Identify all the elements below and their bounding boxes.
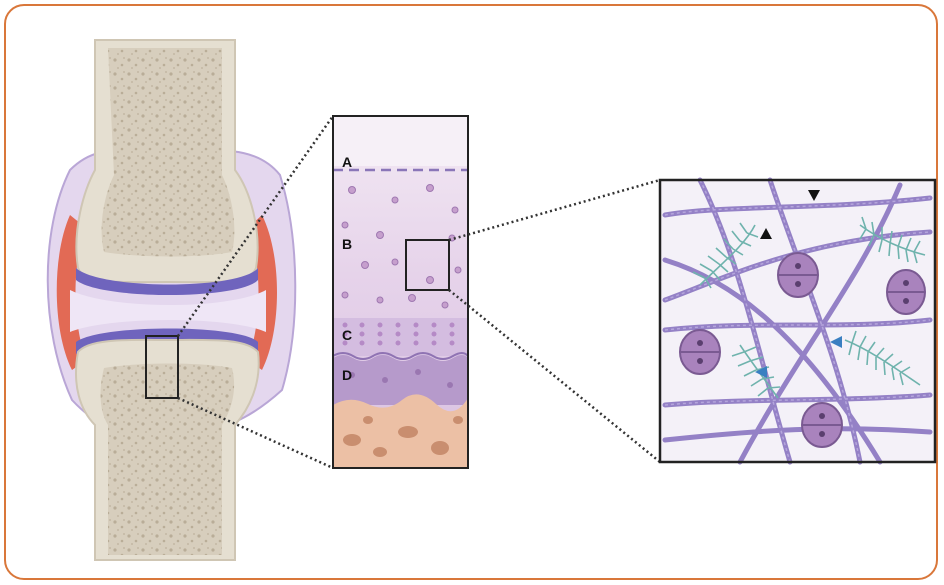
- upper-bone-spongy: [102, 48, 235, 257]
- connector-4: [449, 290, 660, 462]
- chondrocyte-1: [778, 253, 818, 297]
- zone-label-a: A: [342, 154, 352, 170]
- zone-label-c: C: [342, 327, 352, 343]
- lower-bone-spongy: [101, 364, 235, 556]
- zone-label-d: D: [342, 367, 352, 383]
- cartilage-section: A B C D: [333, 116, 468, 468]
- chondrocyte-3: [680, 330, 720, 374]
- chondrocyte-2: [887, 270, 925, 314]
- connector-3: [449, 180, 660, 240]
- matrix-panel: [660, 180, 935, 462]
- chondrocyte-4: [802, 403, 842, 447]
- joint-illustration: [48, 40, 296, 560]
- zone-label-b: B: [342, 236, 352, 252]
